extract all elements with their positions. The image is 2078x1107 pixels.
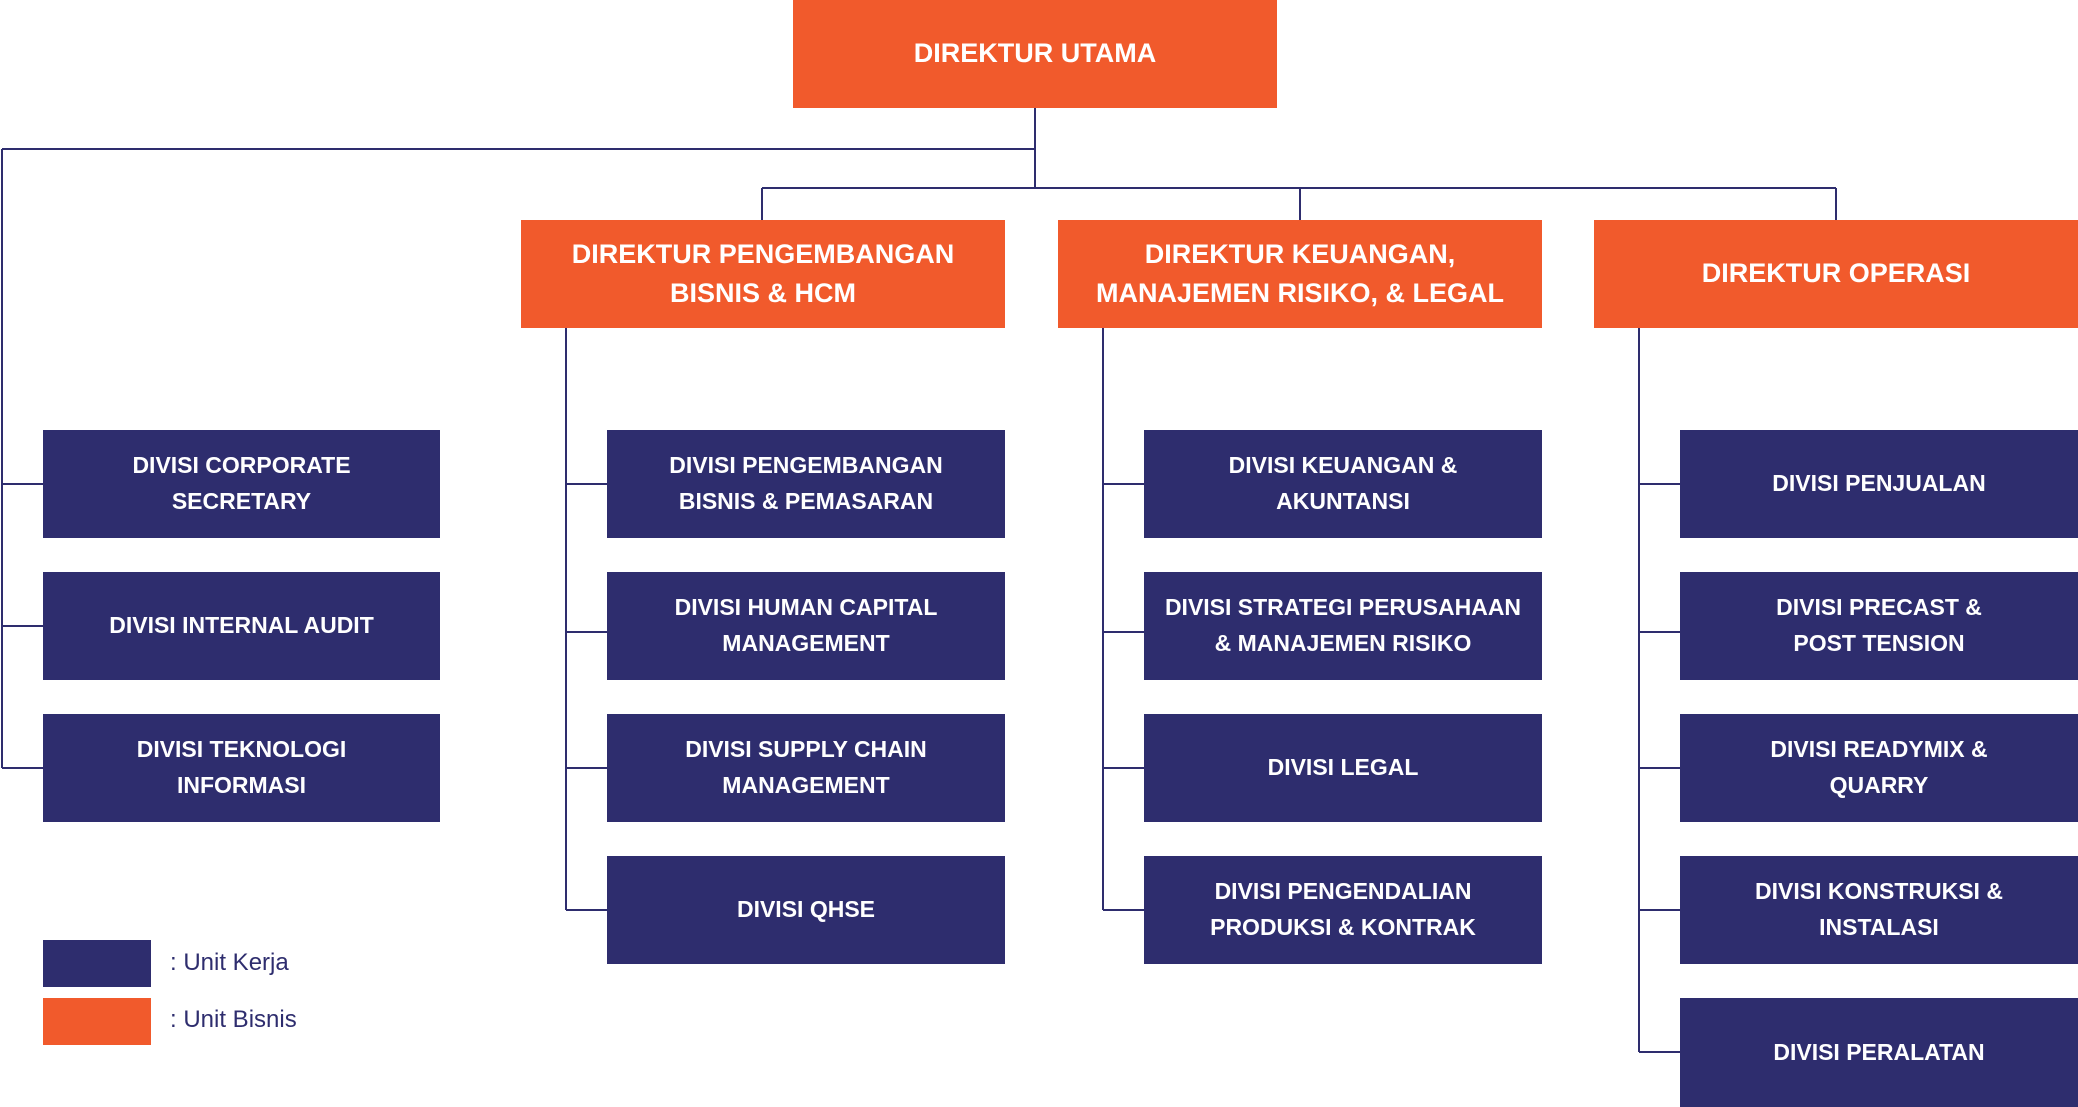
division-human-capital-box: DIVISI HUMAN CAPITAL MANAGEMENT xyxy=(607,572,1005,680)
legend-swatch-unit-kerja xyxy=(43,940,151,987)
director-operations-box: DIREKTUR OPERASI xyxy=(1594,220,2078,328)
division-finance-accounting-box: DIVISI KEUANGAN & AKUNTANSI xyxy=(1144,430,1542,538)
director-business-development-box: DIREKTUR PENGEMBANGAN BISNIS & HCM xyxy=(521,220,1005,328)
division-supply-chain-box: DIVISI SUPPLY CHAIN MANAGEMENT xyxy=(607,714,1005,822)
division-production-control-contract-box: DIVISI PENGENDALIAN PRODUKSI & KONTRAK xyxy=(1144,856,1542,964)
legend-label-unit-kerja: : Unit Kerja xyxy=(170,949,289,976)
director-finance-box: DIREKTUR KEUANGAN, MANAJEMEN RISIKO, & L… xyxy=(1058,220,1542,328)
legend-swatch-unit-bisnis xyxy=(43,998,151,1045)
division-corporate-strategy-risk-box: DIVISI STRATEGI PERUSAHAAN & MANAJEMEN R… xyxy=(1144,572,1542,680)
legend-label-unit-bisnis: : Unit Bisnis xyxy=(170,1006,297,1033)
division-legal-box: DIVISI LEGAL xyxy=(1144,714,1542,822)
division-construction-installation-box: DIVISI KONSTRUKSI & INSTALASI xyxy=(1680,856,2078,964)
division-information-technology-box: DIVISI TEKNOLOGI INFORMASI xyxy=(43,714,440,822)
division-internal-audit-box: DIVISI INTERNAL AUDIT xyxy=(43,572,440,680)
division-equipment-box: DIVISI PERALATAN xyxy=(1680,998,2078,1107)
division-business-development-marketing-box: DIVISI PENGEMBANGAN BISNIS & PEMASARAN xyxy=(607,430,1005,538)
division-corporate-secretary-box: DIVISI CORPORATE SECRETARY xyxy=(43,430,440,538)
division-precast-post-tension-box: DIVISI PRECAST & POST TENSION xyxy=(1680,572,2078,680)
division-sales-box: DIVISI PENJUALAN xyxy=(1680,430,2078,538)
division-readymix-quarry-box: DIVISI READYMIX & QUARRY xyxy=(1680,714,2078,822)
division-qhse-box: DIVISI QHSE xyxy=(607,856,1005,964)
ceo-box: DIREKTUR UTAMA xyxy=(793,0,1277,108)
